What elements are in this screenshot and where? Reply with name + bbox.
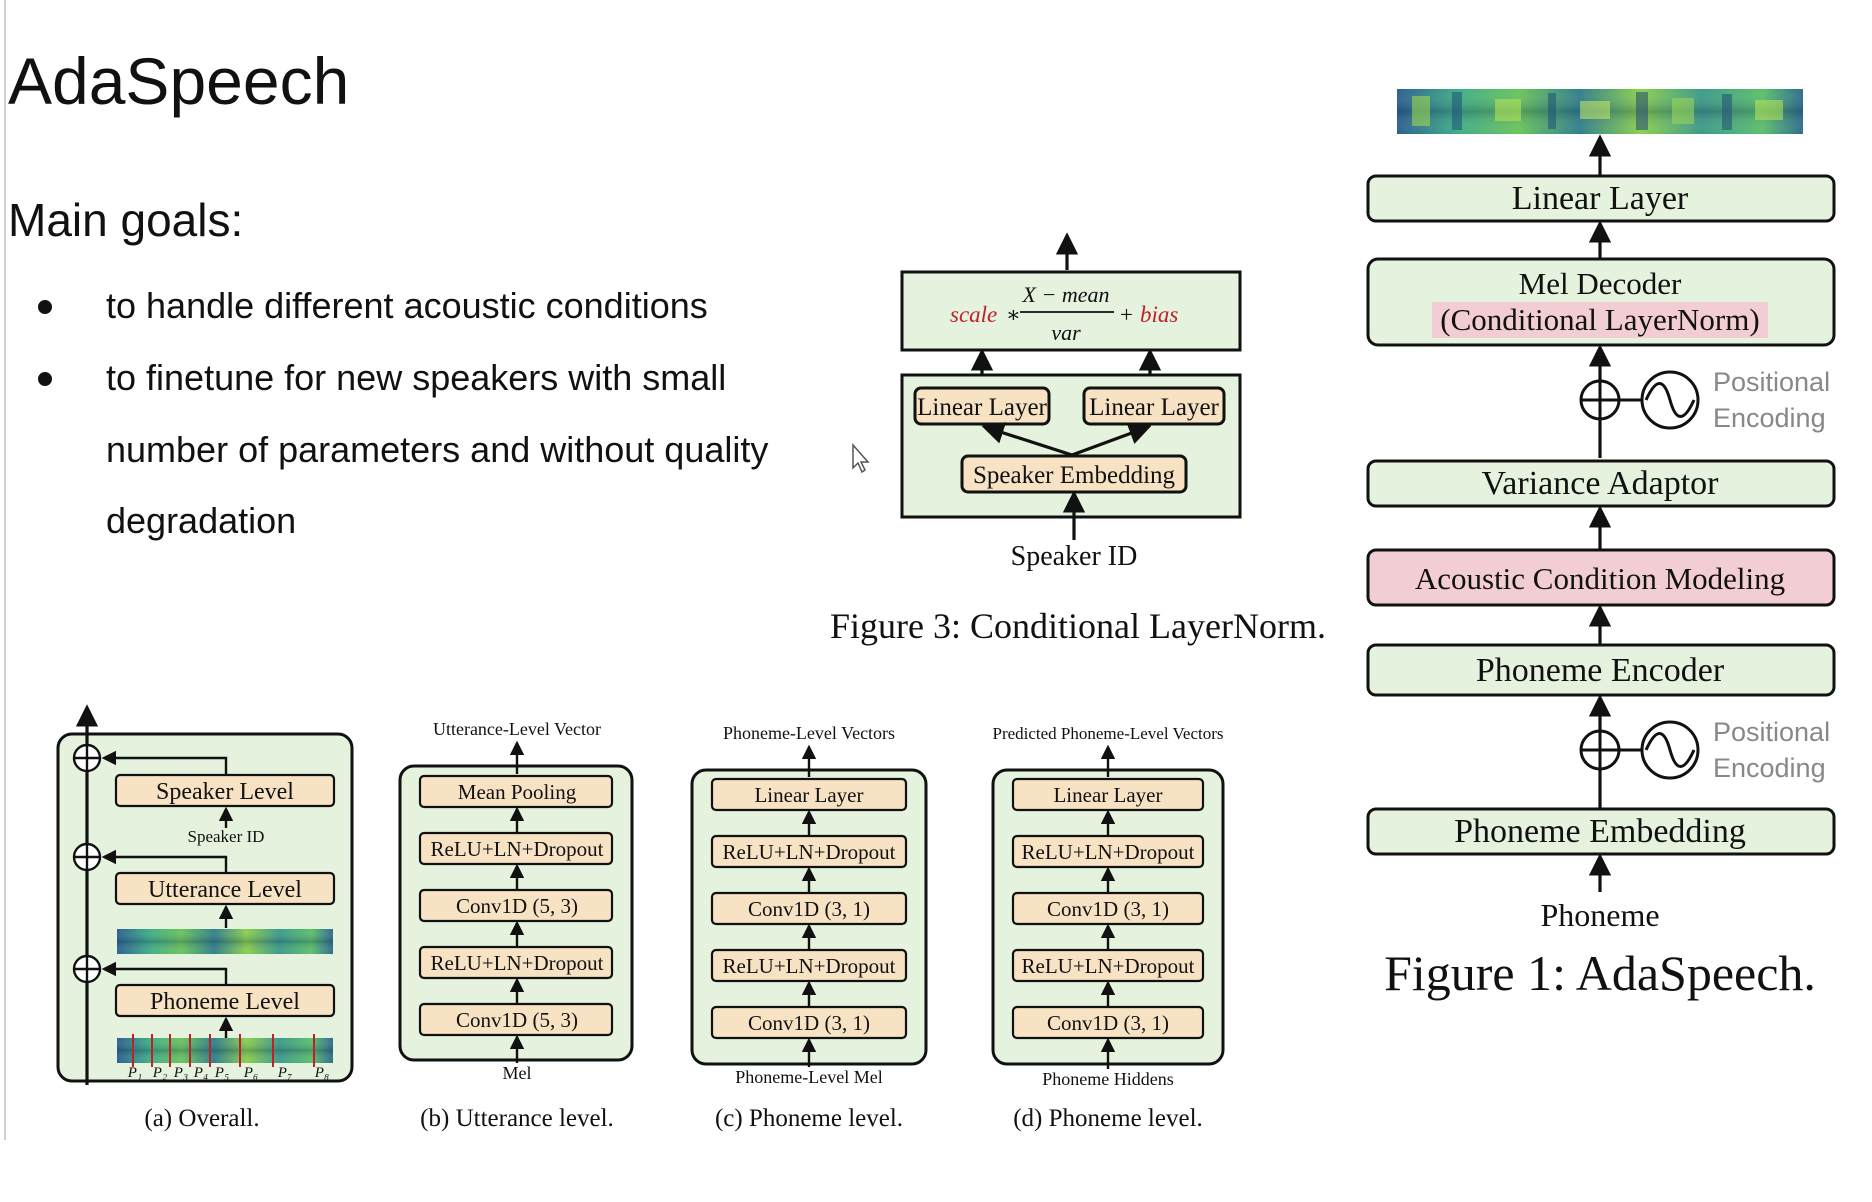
fig2a-phoneme-tick: P₈ [314, 1065, 329, 1081]
fig2a-phoneme-level [114, 983, 336, 1018]
fig2d-layer-label: Linear Layer [1053, 783, 1162, 807]
fig2a-utterance-level-label: Utterance Level [148, 877, 302, 903]
fig2c-caption: (c) Phoneme level. [715, 1105, 903, 1132]
fig2a-speaker-id-label: Speaker ID [188, 827, 265, 846]
fig1-acm-label: Acoustic Condition Modeling [1415, 561, 1785, 596]
fig1-phoneme-encoder-label: Phoneme Encoder [1476, 652, 1725, 689]
slide-subtitle: Main goals: [8, 194, 243, 246]
fig2a-phoneme-level-label: Phoneme Level [150, 989, 300, 1015]
fig2d-layer-label: ReLU+LN+Dropout [1022, 954, 1195, 978]
fig1-pos-enc-2b: Encoding [1713, 753, 1826, 783]
fig3-linear-left-label: Linear Layer [917, 394, 1047, 421]
fig2a-add-icon [72, 954, 102, 984]
fig3-linear-right-label: Linear Layer [1089, 394, 1219, 421]
fig1-conditional-layernorm-highlight [1432, 302, 1768, 338]
fig2b-layer-label: Conv1D (5, 3) [456, 1008, 578, 1032]
fig2a-caption: (a) Overall. [144, 1105, 259, 1132]
fig2b-layer-label: Mean Pooling [458, 780, 577, 804]
fig2a-speaker-level [114, 773, 336, 808]
fig1-pos-enc-2a: Positional [1713, 717, 1830, 747]
slide-title: AdaSpeech [8, 44, 349, 118]
bullet-2-line3: degradation [106, 500, 296, 541]
fig1-linear-layer-label: Linear Layer [1512, 180, 1689, 217]
fig3-formula-star: ∗ [1006, 302, 1021, 327]
fig2a-add-icon [72, 842, 102, 872]
fig2d-output-label: Predicted Phoneme-Level Vectors [992, 724, 1223, 743]
fig2a-utterance-level [114, 871, 336, 906]
fig3-linear-right [1082, 386, 1226, 426]
fig1-sinusoid-icon [1640, 370, 1700, 430]
fig1-phoneme-embedding-label: Phoneme Embedding [1454, 813, 1746, 850]
fig2a-phoneme-tick: P₇ [277, 1065, 292, 1081]
bullet-2-line1: to finetune for new speakers with small [106, 357, 726, 398]
fig1-caption: Figure 1: AdaSpeech. [1384, 945, 1816, 1001]
fig2c-layer-label: Linear Layer [754, 783, 863, 807]
fig2d-caption: (d) Phoneme level. [1013, 1105, 1203, 1132]
fig3-caption: Figure 3: Conditional LayerNorm. [830, 606, 1326, 646]
fig1-pos-enc-1a: Positional [1713, 367, 1830, 397]
fig2a-phoneme-tick: P₄ [193, 1065, 208, 1081]
fig2c-layer-label: ReLU+LN+Dropout [723, 954, 896, 978]
fig2a-phoneme-tick: P₁ [127, 1065, 142, 1081]
bullet-2-line2: number of parameters and without quality [106, 429, 768, 470]
fig1-input-label: Phoneme [1540, 897, 1659, 933]
fig1-add-icon [1579, 729, 1621, 771]
fig3-formula-box [900, 270, 1242, 352]
fig2c-layer-label: ReLU+LN+Dropout [723, 840, 896, 864]
fig2c-output-label: Phoneme-Level Vectors [723, 723, 895, 743]
fig3-formula-denominator: var [1051, 320, 1081, 345]
fig2b-input-label: Mel [503, 1063, 532, 1083]
fig2a-phoneme-tick: P₅ [214, 1065, 229, 1081]
fig2c-layer-label: Conv1D (3, 1) [748, 897, 870, 921]
fig2b-layer-label: ReLU+LN+Dropout [431, 951, 604, 975]
mouse-cursor-icon [852, 443, 870, 474]
fig2b-caption: (b) Utterance level. [420, 1105, 614, 1132]
fig2d-input-label: Phoneme Hiddens [1042, 1069, 1173, 1089]
fig1-variance-adaptor-label: Variance Adaptor [1482, 465, 1720, 502]
fig2c-input-label: Phoneme-Level Mel [735, 1067, 882, 1087]
fig1-mel-decoder-label: Mel Decoder [1519, 266, 1682, 301]
fig1-add-icon [1579, 379, 1621, 421]
fig1-mel-decoder-sublabel: (Conditional LayerNorm) [1440, 302, 1759, 337]
fig2d-layer-label: Conv1D (3, 1) [1047, 897, 1169, 921]
fig1-pos-enc-1b: Encoding [1713, 403, 1826, 433]
fig3-formula-scale: scale [950, 302, 997, 327]
fig2a-phoneme-tick: P₃ [173, 1065, 188, 1081]
fig2b-output-label: Utterance-Level Vector [433, 719, 601, 739]
fig2a-speaker-level-label: Speaker Level [156, 779, 294, 805]
bullet-dot [38, 300, 52, 314]
fig1-sinusoid-icon [1640, 720, 1700, 780]
fig2b-layer-label: ReLU+LN+Dropout [431, 837, 604, 861]
fig2a-phoneme-tick: P₆ [243, 1065, 258, 1081]
fig3-input-label: Speaker ID [1011, 541, 1138, 572]
figure3-conditional-layernorm: scale ∗ X − mean var + bias Linear Layer… [830, 232, 1326, 646]
fig2c-layer-label: Conv1D (3, 1) [748, 1011, 870, 1035]
fig2d-layer-label: Conv1D (3, 1) [1047, 1011, 1169, 1035]
fig3-formula-numerator: X − mean [1022, 282, 1110, 307]
fig2d-layer-label: ReLU+LN+Dropout [1022, 840, 1195, 864]
figure2a-overall: Speaker Level Speaker ID Utterance Level… [56, 704, 354, 1132]
figure1-adaspeech: Linear Layer Mel Decoder (Conditional La… [1366, 89, 1836, 1001]
fig2b-layer-label: Conv1D (5, 3) [456, 894, 578, 918]
bullet-dot [38, 372, 52, 386]
fig3-formula-bias: bias [1140, 302, 1178, 327]
bullet-1: to handle different acoustic conditions [106, 285, 708, 326]
fig2a-phoneme-tick: P₂ [152, 1065, 167, 1081]
fig3-speaker-embedding-label: Speaker Embedding [973, 462, 1176, 489]
fig2a-add-icon [72, 743, 102, 773]
fig3-formula-plus: + [1120, 302, 1133, 327]
